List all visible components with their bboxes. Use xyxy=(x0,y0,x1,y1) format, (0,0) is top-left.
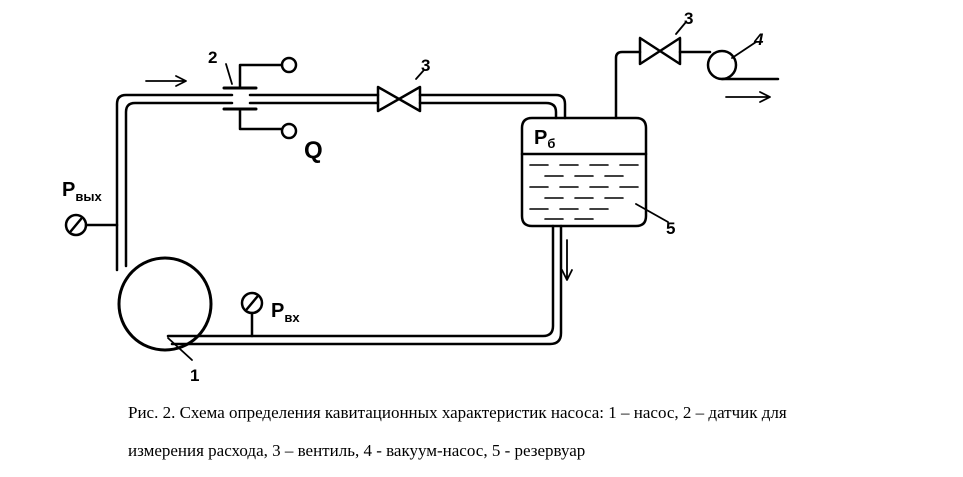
label-p-in: Pвх xyxy=(271,300,300,325)
pipe-loop-inner xyxy=(124,101,558,268)
label-vacuum-pump-number: 4 xyxy=(753,30,764,49)
flow-arrow-drain xyxy=(561,239,573,281)
pipe-bottom-outer xyxy=(166,224,555,338)
label-p-in-sub: вх xyxy=(284,310,300,325)
label-valve-main-number: 3 xyxy=(421,56,430,75)
leader-valve-top xyxy=(675,21,687,35)
sensor-terminal-top xyxy=(280,56,298,74)
gauge-in-needle xyxy=(245,295,259,311)
sensor-lead-bottom xyxy=(238,107,284,131)
figure-caption-line-1: Рис. 2. Схема определения кавитационных … xyxy=(128,403,787,422)
pump xyxy=(117,256,213,352)
figure-caption-line-2: измерения расхода, 3 – вентиль, 4 - ваку… xyxy=(128,441,586,460)
leader-vacuum xyxy=(731,41,757,59)
sensor-lead-top xyxy=(238,63,284,90)
vacuum-pump xyxy=(706,49,738,81)
label-p-in-main: P xyxy=(271,300,284,322)
sensor-terminal-bottom xyxy=(280,122,298,140)
leader-sensor xyxy=(225,63,233,85)
label-pump-number: 1 xyxy=(190,366,199,385)
valve-main xyxy=(376,85,422,113)
pipe-vacuum xyxy=(614,50,712,120)
gauge-out-needle xyxy=(69,217,83,233)
valve-top xyxy=(638,36,682,66)
leader-reservoir xyxy=(635,203,669,223)
reservoir-liquid xyxy=(529,164,639,220)
label-p-tank-sub: б xyxy=(547,136,555,151)
label-reservoir-number: 5 xyxy=(666,219,675,238)
label-sensor-number: 2 xyxy=(208,48,217,67)
pipe-loop-outer xyxy=(115,93,567,272)
flow-arrow-exhaust xyxy=(725,91,771,103)
flow-arrow-top xyxy=(145,75,187,87)
label-flow-symbol: Q xyxy=(304,137,323,164)
pipe-bottom-inner xyxy=(170,224,563,346)
label-p-out-sub: вых xyxy=(75,189,102,204)
label-p-out: Pвых xyxy=(62,179,102,204)
reservoir xyxy=(520,116,648,228)
label-valve-top-number: 3 xyxy=(684,9,693,28)
label-p-tank-main: P xyxy=(534,127,547,149)
scheme-drawing: 2 3 3 4 5 1 Q Pвых Pвх Pб xyxy=(62,9,780,385)
label-p-out-main: P xyxy=(62,179,75,201)
label-p-tank: Pб xyxy=(534,127,555,151)
leader-valve-main xyxy=(415,69,425,80)
leader-pump xyxy=(167,337,193,361)
